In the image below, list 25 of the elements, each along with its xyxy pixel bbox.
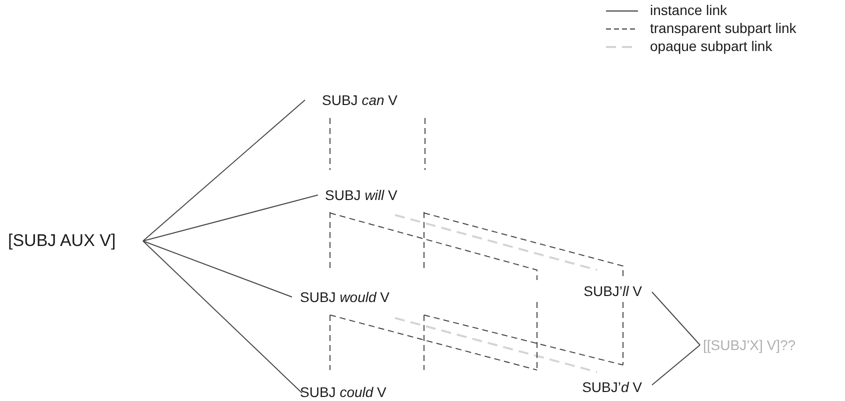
construction-label: SUBJ can V bbox=[322, 89, 434, 111]
construction-label: SUBJ’ll V bbox=[535, 280, 652, 302]
construction-label: SUBJ will V bbox=[325, 184, 445, 206]
link-line bbox=[142, 240, 292, 298]
dashed-link-line bbox=[622, 302, 624, 366]
construction-label: SUBJ would V bbox=[300, 286, 440, 308]
dashed-link-line bbox=[424, 314, 624, 366]
construction-label: [[SUBJ’X] V]?? bbox=[700, 334, 840, 356]
dashed-link-line bbox=[536, 302, 538, 370]
dashed-link-line bbox=[330, 212, 538, 280]
construction-label: [SUBJ AUX V] bbox=[8, 229, 143, 253]
legend-text: instance link bbox=[650, 1, 728, 20]
link-line bbox=[652, 292, 700, 346]
dashed-link-line bbox=[424, 118, 426, 170]
link-line bbox=[142, 240, 302, 394]
dashed-link-line bbox=[394, 214, 598, 271]
link-line bbox=[142, 194, 318, 242]
link-line bbox=[142, 100, 306, 242]
construction-label: SUBJ’d V bbox=[535, 376, 652, 398]
link-line bbox=[652, 344, 700, 386]
construction-label: SUBJ could V bbox=[300, 381, 440, 401]
dashed-link-line bbox=[394, 317, 598, 373]
dashed-link-line bbox=[330, 314, 538, 370]
legend-text: opaque subpart link bbox=[650, 37, 772, 56]
legend-text: transparent subpart link bbox=[650, 19, 796, 38]
